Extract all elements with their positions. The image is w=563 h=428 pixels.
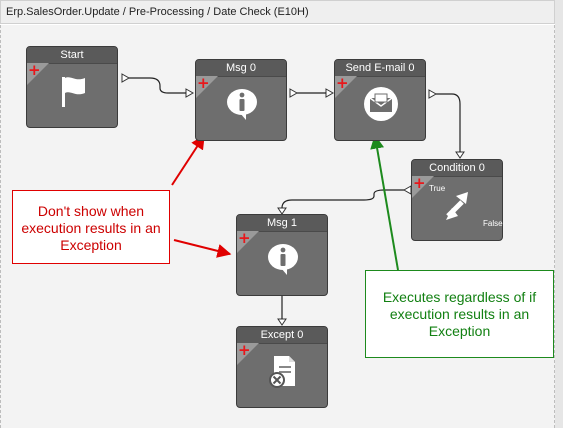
expand-plus-icon[interactable]: + [238, 229, 251, 247]
email0-node[interactable]: Send E-mail 0 + [334, 59, 426, 141]
branch-arrows-icon [446, 192, 468, 220]
start-node[interactable]: Start + [26, 46, 118, 128]
red-arrow-to-msg1 [173, 239, 232, 258]
green-annotation-note: Executes regardless of if execution resu… [365, 270, 554, 358]
start-node-label: Start [27, 47, 117, 64]
start-output-port [121, 73, 131, 83]
workflow-title-bar: Erp.SalesOrder.Update / Pre-Processing /… [0, 0, 555, 24]
info-bubble-icon [268, 244, 298, 275]
expand-plus-icon[interactable]: + [336, 74, 349, 92]
condition-true-label: True [429, 184, 446, 193]
condition0-input-port [455, 151, 465, 159]
msg0-input-port [185, 88, 195, 98]
except0-node-label: Except 0 [237, 327, 327, 344]
msg0-node-label: Msg 0 [196, 60, 286, 77]
wire-start-to-msg0 [129, 77, 186, 94]
red-arrow-to-msg0 [171, 134, 205, 186]
green-arrow-to-email0 [370, 134, 399, 271]
document-error-icon [269, 356, 295, 388]
email0-input-port [325, 88, 335, 98]
except0-node[interactable]: Except 0 + [236, 326, 328, 408]
condition0-true-port [402, 185, 412, 195]
red-annotation-note: Don't show when execution results in an … [12, 190, 170, 264]
except0-input-port [277, 318, 287, 326]
wire-email0-to-condition0 [436, 93, 461, 152]
msg1-node-label: Msg 1 [237, 215, 327, 232]
workflow-title: Erp.SalesOrder.Update / Pre-Processing /… [6, 6, 309, 18]
expand-plus-icon[interactable]: + [413, 174, 426, 192]
email0-node-label: Send E-mail 0 [335, 60, 425, 77]
expand-plus-icon[interactable]: + [238, 341, 251, 359]
msg0-node[interactable]: Msg 0 + [195, 59, 287, 141]
expand-plus-icon[interactable]: + [197, 74, 210, 92]
condition-false-label: False [483, 219, 503, 228]
email0-output-port [428, 89, 438, 99]
condition0-node[interactable]: Condition 0 + True False [411, 159, 503, 241]
expand-plus-icon[interactable]: + [28, 61, 41, 79]
info-bubble-icon [227, 89, 257, 120]
vertical-scrollbar[interactable] [555, 0, 563, 428]
msg1-node[interactable]: Msg 1 + [236, 214, 328, 296]
wire-condition0-to-msg1 [281, 189, 404, 209]
msg0-output-port [289, 88, 299, 98]
condition0-node-label: Condition 0 [412, 160, 502, 177]
flag-icon [62, 77, 85, 107]
envelope-icon [364, 87, 398, 121]
